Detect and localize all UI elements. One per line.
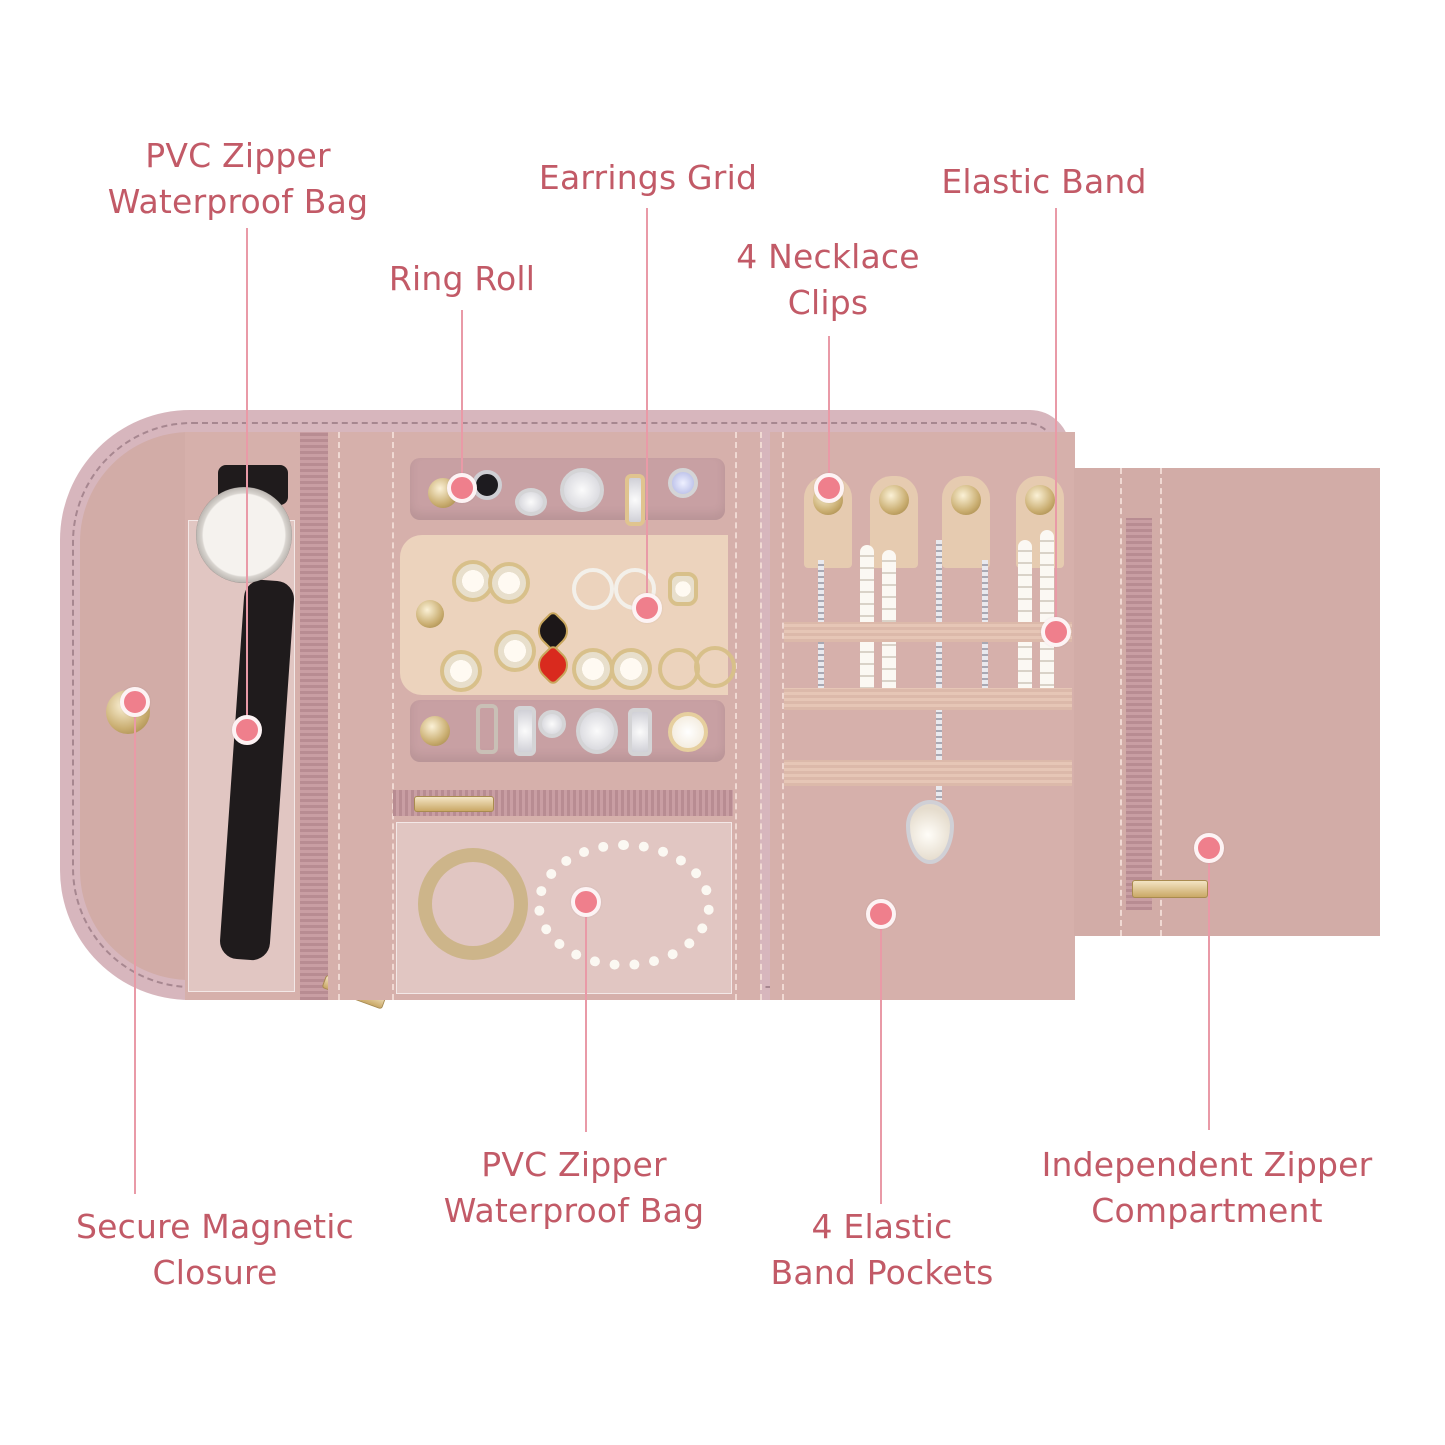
- marker-dot-elastic-pockets: [866, 899, 896, 929]
- ring: [538, 710, 566, 738]
- callout-line: Compartment: [1091, 1191, 1323, 1230]
- elastic-band-1[interactable]: [784, 622, 1072, 642]
- ring: [668, 468, 698, 498]
- earring-board-snap: [416, 600, 444, 628]
- ring: [514, 706, 536, 756]
- callout-elastic-pockets: 4 Elastic Band Pockets: [770, 1204, 993, 1296]
- necklace-chain: [936, 540, 942, 800]
- necklace-clip-3[interactable]: [942, 476, 990, 568]
- callout-line: Clips: [787, 283, 869, 322]
- callout-line: Waterproof Bag: [443, 1191, 705, 1230]
- leader-line: [828, 336, 830, 488]
- elastic-band-2[interactable]: [784, 688, 1072, 710]
- marker-dot-elastic-band: [1041, 617, 1071, 647]
- callout-line: 4 Elastic: [811, 1207, 953, 1246]
- callout-line: Elastic Band: [941, 162, 1147, 201]
- brooch: [418, 848, 528, 960]
- leader-line: [246, 228, 248, 728]
- callout-line: 4 Necklace: [736, 237, 920, 276]
- earring: [572, 648, 614, 690]
- leader-line: [1208, 848, 1210, 1130]
- watch-face: [196, 487, 292, 583]
- callout-pvc-bag-top: PVC Zipper Waterproof Bag: [108, 133, 368, 225]
- callout-earrings-grid: Earrings Grid: [539, 155, 757, 201]
- leader-line: [1055, 208, 1057, 632]
- clip-snap: [951, 485, 981, 515]
- ring: [628, 708, 652, 756]
- ring: [576, 708, 618, 754]
- clip-snap: [879, 485, 909, 515]
- stitch-line: [1120, 468, 1122, 936]
- callout-necklace-clips: 4 Necklace Clips: [736, 234, 920, 326]
- marker-dot-earrings: [632, 593, 662, 623]
- callout-elastic-band: Elastic Band: [941, 159, 1146, 205]
- stitch-line: [735, 432, 737, 1000]
- leader-line: [646, 208, 648, 608]
- stitch-line: [392, 432, 394, 1000]
- ring-roll-snap: [420, 716, 450, 746]
- stitch-line: [338, 432, 340, 1000]
- marker-dot-pvc-top: [232, 715, 262, 745]
- earring: [610, 648, 652, 690]
- zipper-pull-right[interactable]: [1132, 880, 1208, 898]
- vertical-zipper[interactable]: [300, 432, 328, 1000]
- ring: [515, 488, 547, 516]
- callout-line: PVC Zipper: [481, 1145, 667, 1184]
- elastic-band-3[interactable]: [784, 760, 1072, 786]
- ring: [668, 712, 708, 752]
- leader-line: [134, 702, 136, 1194]
- marker-dot-magnetic: [120, 687, 150, 717]
- earring: [694, 646, 736, 688]
- callout-line: Waterproof Bag: [107, 182, 369, 221]
- callout-magnetic-closure: Secure Magnetic Closure: [76, 1204, 354, 1296]
- compartment-zipper[interactable]: [1126, 518, 1152, 910]
- necklace-pendant: [906, 800, 954, 864]
- marker-dot-zipper-compartment: [1194, 833, 1224, 863]
- pearl-bracelet: [534, 840, 714, 970]
- leader-line: [585, 902, 587, 1132]
- leader-line: [461, 310, 463, 488]
- marker-dot-ring-roll: [447, 473, 477, 503]
- callout-line: Earrings Grid: [538, 158, 758, 197]
- stitch-line: [1160, 468, 1162, 936]
- callout-pvc-bag-bottom: PVC Zipper Waterproof Bag: [444, 1142, 704, 1234]
- callout-line: Independent Zipper: [1041, 1145, 1373, 1184]
- necklace-pearls: [1040, 530, 1054, 700]
- stitch-line: [782, 432, 784, 1000]
- stitch-line: [760, 432, 762, 1000]
- ring: [560, 468, 604, 512]
- callout-zipper-compartment: Independent Zipper Compartment: [1042, 1142, 1373, 1234]
- marker-dot-pvc-bottom: [571, 887, 601, 917]
- clip-snap: [1025, 485, 1055, 515]
- marker-dot-necklace-clips: [814, 473, 844, 503]
- zipper-compartment-flap: [1074, 468, 1380, 936]
- callout-ring-roll: Ring Roll: [389, 256, 535, 302]
- leader-line: [880, 914, 882, 1204]
- earring: [572, 568, 614, 610]
- callout-line: PVC Zipper: [145, 136, 331, 175]
- callout-line: Band Pockets: [770, 1253, 994, 1292]
- callout-line: Secure Magnetic: [75, 1207, 355, 1246]
- callout-line: Closure: [152, 1253, 278, 1292]
- earring: [440, 650, 482, 692]
- earring: [494, 630, 536, 672]
- earring: [668, 572, 698, 606]
- necklace-pearls: [1018, 540, 1032, 700]
- zipper-pull-middle[interactable]: [414, 796, 494, 812]
- callout-line: Ring Roll: [388, 259, 536, 298]
- earring: [488, 562, 530, 604]
- ring: [476, 704, 498, 754]
- ring: [625, 474, 645, 526]
